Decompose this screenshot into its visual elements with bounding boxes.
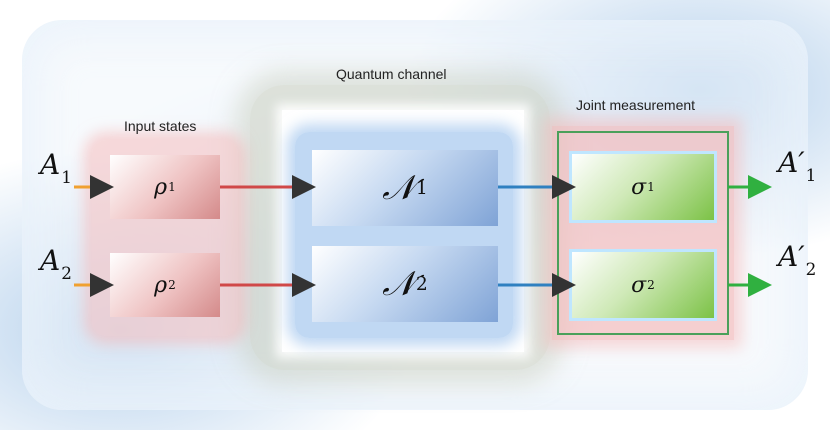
measurement-index: 2 (647, 278, 655, 292)
input-system-index: 1 (61, 167, 72, 188)
output-system-symbol: A′ (778, 146, 805, 179)
input-system-index: 2 (61, 263, 72, 284)
output-system-a1-prime: A′1 (778, 146, 816, 185)
output-system-index: 2 (805, 259, 817, 280)
joint-measurement-frame (557, 131, 729, 335)
input-system-symbol: A (40, 148, 61, 181)
output-system-symbol: A′ (778, 240, 805, 273)
output-system-index: 1 (805, 165, 817, 186)
measurement-index: 1 (647, 180, 655, 194)
channel-index: 2 (415, 273, 428, 295)
measurement-symbol: σ (631, 272, 647, 298)
measurement-symbol: σ (631, 174, 647, 200)
input-state-symbol: ρ (154, 174, 168, 200)
input-system-symbol: A (40, 244, 61, 277)
channel-symbol: 𝒩 (382, 168, 415, 208)
quantum-channel-label: Quantum channel (336, 66, 447, 82)
input-system-a2: A2 (40, 244, 72, 283)
output-system-a2-prime: A′2 (778, 240, 816, 279)
channel-symbol: 𝒩 (382, 264, 415, 304)
input-system-a1: A1 (40, 148, 72, 187)
input-states-label: Input states (124, 118, 197, 134)
input-state-index: 1 (168, 180, 176, 194)
input-state-symbol: ρ (154, 272, 168, 298)
joint-measurement-label: Joint measurement (576, 97, 696, 113)
input-state-index: 2 (168, 278, 176, 292)
channel-index: 1 (415, 177, 428, 199)
